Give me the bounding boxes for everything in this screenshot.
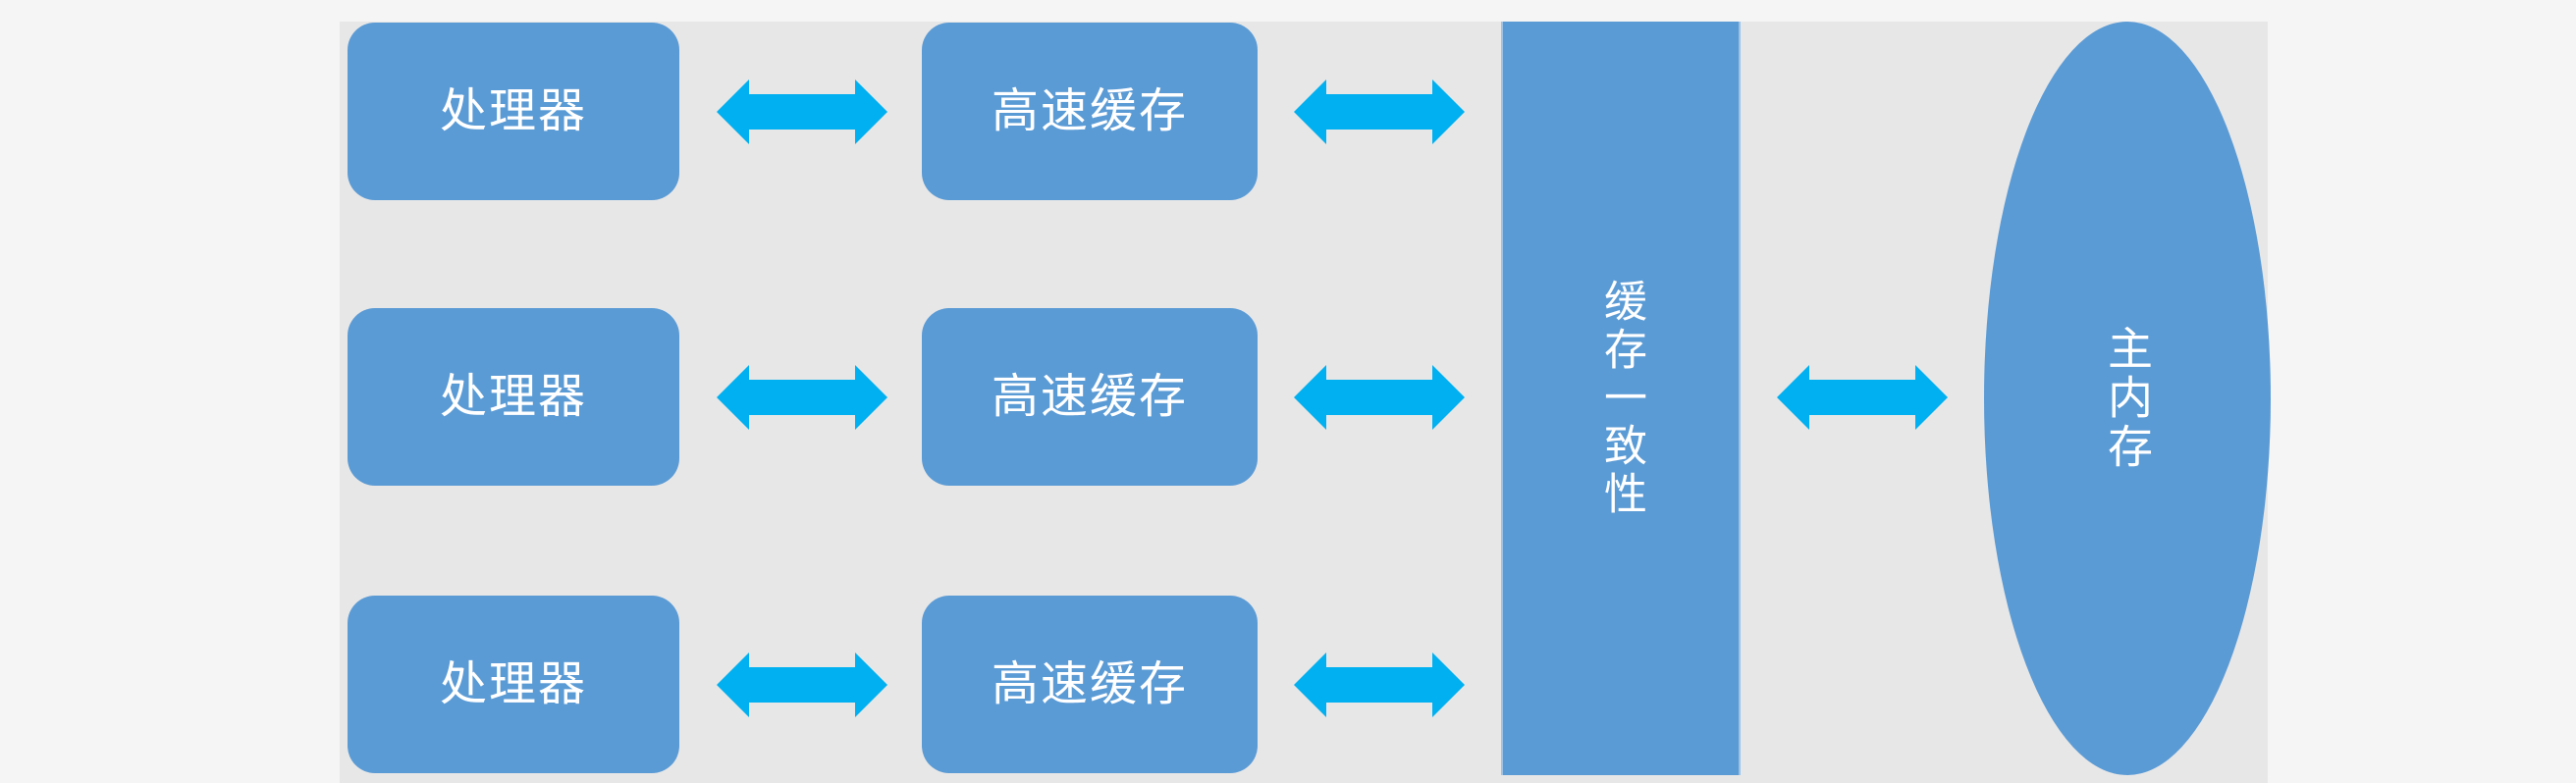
- double-arrow-shape: [717, 365, 887, 430]
- double-arrow-icon: [717, 652, 887, 717]
- cache-box: 高速缓存: [922, 308, 1258, 486]
- double-arrow-shape: [1294, 79, 1465, 144]
- processor-label: 处理器: [439, 84, 587, 137]
- double-arrow-shape: [717, 652, 887, 717]
- cache-coherence-label: 缓存一致性: [1597, 278, 1645, 519]
- cache-label: 高速缓存: [991, 84, 1188, 137]
- double-arrow-icon: [1777, 365, 1948, 430]
- cache-box: 高速缓存: [922, 23, 1258, 200]
- double-arrow-icon: [1294, 652, 1465, 717]
- cache-label: 高速缓存: [991, 657, 1188, 710]
- double-arrow-shape: [717, 79, 887, 144]
- cache-label: 高速缓存: [991, 370, 1188, 423]
- double-arrow-icon: [717, 365, 887, 430]
- double-arrow-icon: [1294, 79, 1465, 144]
- cache-coherence-bar: 缓存一致性: [1501, 22, 1741, 775]
- main-memory-ellipse: 主内存: [1984, 22, 2271, 775]
- double-arrow-shape: [1777, 365, 1948, 430]
- processor-label: 处理器: [439, 657, 587, 710]
- main-memory-label: 主内存: [2102, 325, 2153, 472]
- processor-box: 处理器: [348, 23, 679, 200]
- processor-label: 处理器: [439, 370, 587, 423]
- cache-box: 高速缓存: [922, 596, 1258, 773]
- double-arrow-icon: [717, 79, 887, 144]
- processor-box: 处理器: [348, 308, 679, 486]
- double-arrow-shape: [1294, 365, 1465, 430]
- processor-box: 处理器: [348, 596, 679, 773]
- double-arrow-shape: [1294, 652, 1465, 717]
- double-arrow-icon: [1294, 365, 1465, 430]
